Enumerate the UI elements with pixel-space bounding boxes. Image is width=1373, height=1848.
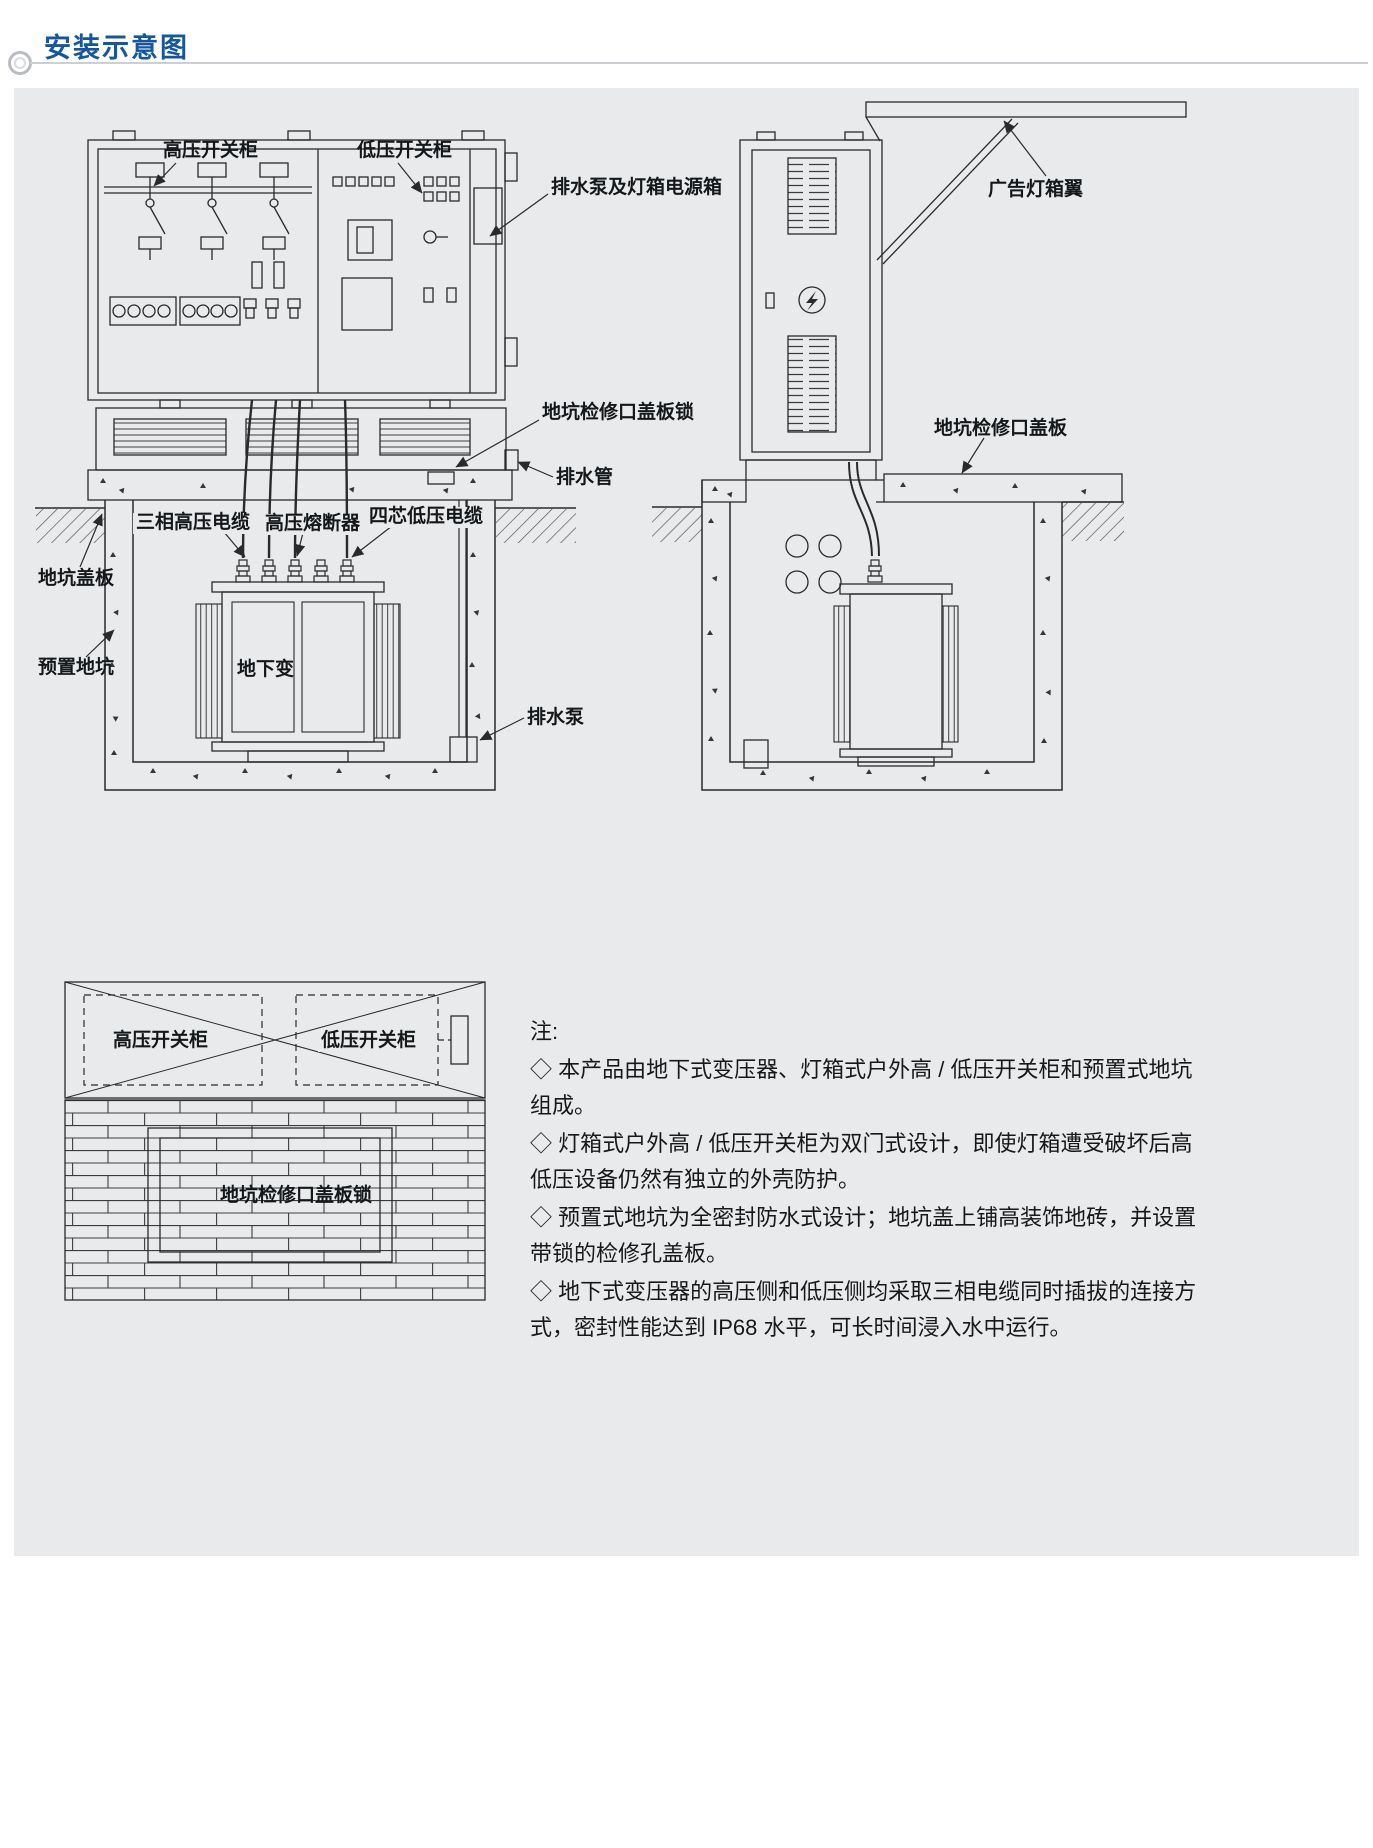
front-pit-access-cover-lock-label: 地坑检修口盖板锁	[542, 402, 695, 423]
front-hv-cabinet-label: 高压开关柜	[163, 140, 259, 161]
front-four-core-lv-cable-label: 四芯低压电缆	[366, 506, 487, 528]
note-item: ◇ 本产品由地下式变压器、灯箱式户外高 / 低压开关柜和预置式地坑组成。	[530, 1057, 1193, 1118]
front-drain-pipe-label: 排水管	[556, 467, 614, 488]
front-pit-cover-label: 地坑盖板	[38, 568, 115, 589]
top-pit-access-cover-lock-label: 地坑检修口盖板锁	[220, 1185, 373, 1206]
front-underground-transformer-label: 地下变	[237, 659, 295, 680]
front-preset-pit-label: 预置地坑	[38, 657, 115, 678]
front-pump-power-box-label: 排水泵及灯箱电源箱	[551, 177, 723, 198]
front-view-cabinet-drawing	[87, 130, 519, 501]
diagram-panel	[14, 88, 1359, 1556]
header-divider	[30, 62, 1368, 64]
top-lv-cabinet-label: 低压开关柜	[318, 1030, 420, 1052]
side-pit-access-cover-label: 地坑检修口盖板	[934, 418, 1068, 439]
page-title: 安装示意图	[44, 33, 189, 63]
notes-section: 注: ◇ 本产品由地下式变压器、灯箱式户外高 / 低压开关柜和预置式地坑组成。 …	[530, 1014, 1198, 1346]
front-view-pit-drawing	[35, 399, 576, 791]
note-item: ◇ 地下式变压器的高压侧和低压侧均采取三相电缆同时插拔的连接方式，密封性能达到 …	[530, 1279, 1197, 1340]
leader-lines	[79, 120, 1047, 741]
front-hv-fuse-label: 高压熔断器	[262, 513, 364, 535]
side-ad-lightbox-wing-label: 广告灯箱翼	[988, 179, 1084, 200]
notes-heading: 注:	[530, 1019, 559, 1044]
top-view-drawing	[64, 981, 486, 1301]
note-item: ◇ 灯箱式户外高 / 低压开关柜为双门式设计，即使灯箱遭受破坏后高低压设备仍然有…	[530, 1131, 1193, 1192]
side-view-drawing	[652, 101, 1187, 791]
top-hv-cabinet-label: 高压开关柜	[110, 1030, 212, 1052]
front-drain-pump-label: 排水泵	[527, 707, 585, 728]
front-three-phase-hv-cable-label: 三相高压电缆	[133, 512, 254, 534]
ornament-ring-icon	[8, 51, 32, 75]
note-item: ◇ 预置式地坑为全密封防水式设计；地坑盖上铺高装饰地砖，并设置带锁的检修孔盖板。	[530, 1205, 1197, 1266]
front-lv-cabinet-label: 低压开关柜	[357, 140, 453, 161]
